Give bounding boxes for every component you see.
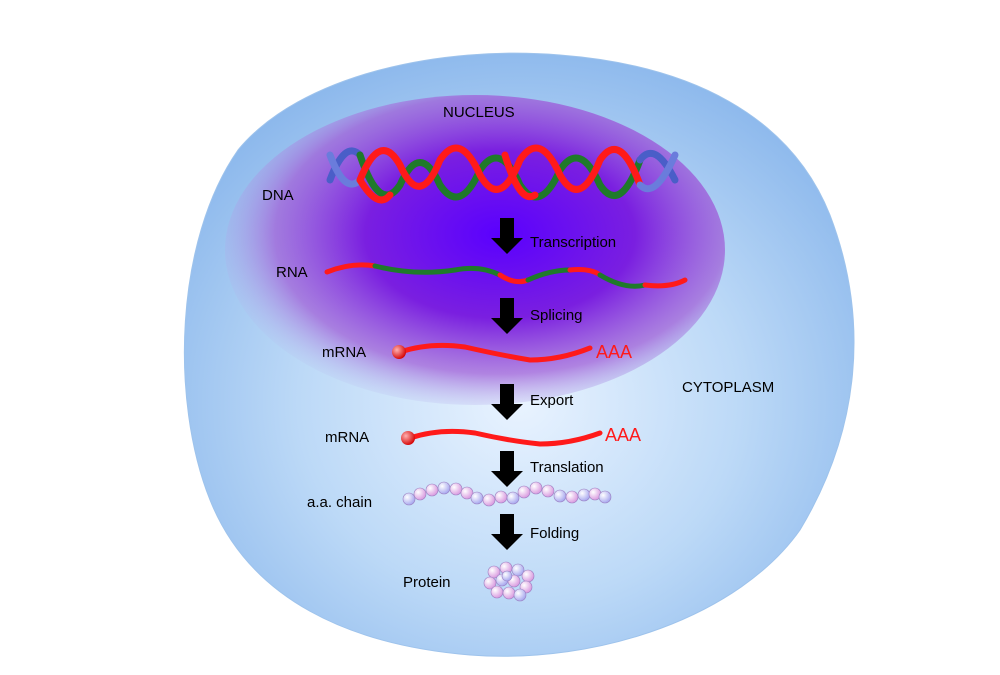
export-label: Export <box>530 392 574 409</box>
aa-chain-label: a.a. chain <box>307 494 372 511</box>
nucleus-label: NUCLEUS <box>443 104 515 121</box>
mrna-strand-cytoplasm <box>407 428 603 447</box>
mrna-strand-nucleus <box>397 342 593 363</box>
transcription-label: Transcription <box>530 234 616 251</box>
mrna-nucleus-label: mRNA <box>322 344 366 361</box>
mrna-cytoplasm-label: mRNA <box>325 429 369 446</box>
mrna-cap-cytoplasm <box>401 431 415 445</box>
translation-label: Translation <box>530 459 604 476</box>
rna-strand <box>324 262 688 289</box>
dna-label: DNA <box>262 187 294 204</box>
nucleus <box>225 95 725 405</box>
dna-helix <box>326 144 679 204</box>
poly-a-tail-cytoplasm: AAA <box>605 425 641 445</box>
rna-label: RNA <box>276 264 308 281</box>
mrna-cap-nucleus <box>392 345 406 359</box>
poly-a-tail-nucleus: AAA <box>596 342 632 362</box>
folding-arrow <box>491 514 523 550</box>
protein-label: Protein <box>403 574 451 591</box>
translation-arrow <box>491 451 523 487</box>
folded-protein <box>483 561 535 602</box>
transcription-arrow <box>491 218 523 254</box>
cytoplasm-label: CYTOPLASM <box>682 379 774 396</box>
splicing-arrow <box>491 298 523 334</box>
amino-acid-chain <box>402 481 612 507</box>
export-arrow <box>491 384 523 420</box>
folding-label: Folding <box>530 525 579 542</box>
splicing-label: Splicing <box>530 307 583 324</box>
